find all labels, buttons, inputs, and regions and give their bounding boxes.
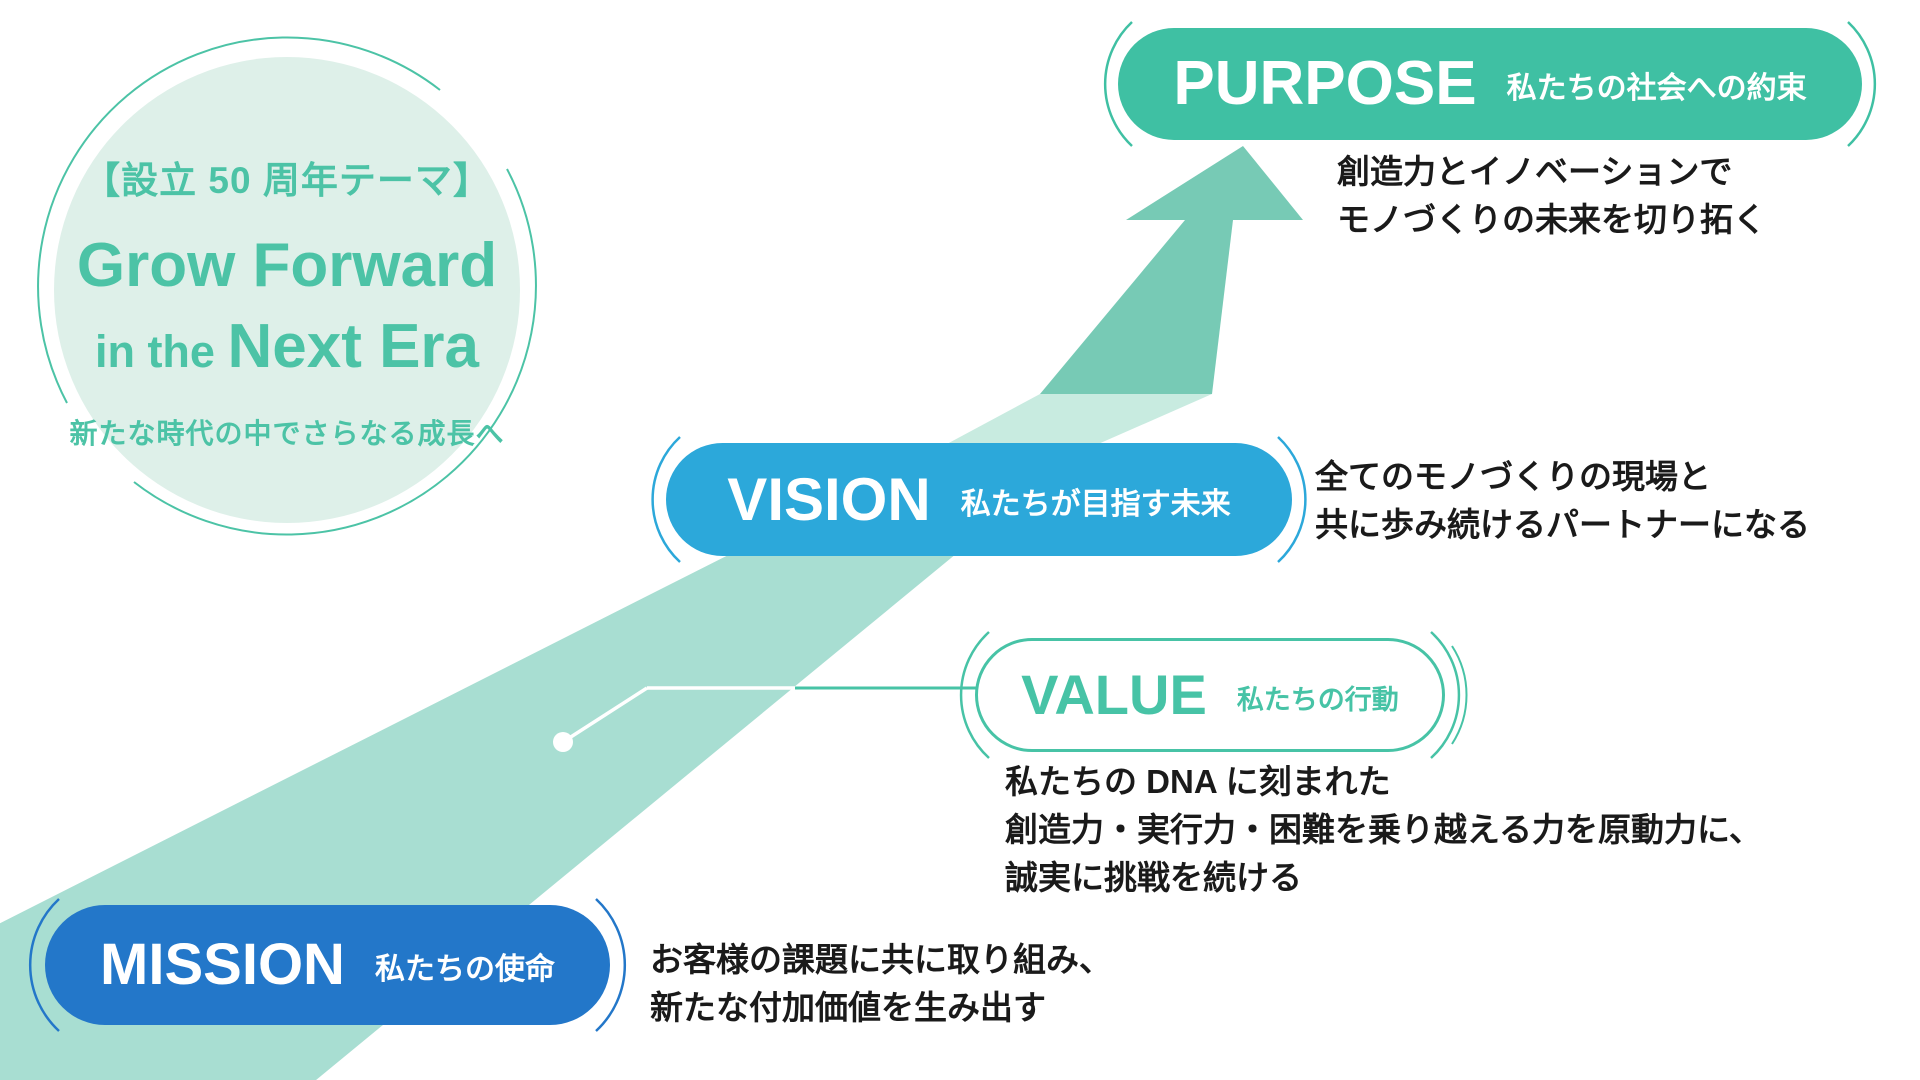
- theme-title-line2: in the Next Era: [37, 311, 537, 382]
- vision-sublabel: 私たちが目指す未来: [960, 487, 1231, 521]
- value-connector-dot: [553, 732, 573, 752]
- vision-description: 全てのモノづくりの現場と 共に歩み続けるパートナーになる: [1315, 453, 1810, 549]
- mission-sublabel: 私たちの使命: [374, 953, 555, 986]
- theme-title-line1: Grow Forward: [76, 231, 498, 300]
- theme-title-line2-prefix: in the: [94, 326, 228, 377]
- value-label: VALUE: [1021, 663, 1207, 726]
- vision-desc-line1: 全てのモノづくりの現場と: [1315, 458, 1711, 495]
- vision-pill: VISION 私たちが目指す未来: [666, 443, 1292, 556]
- value-pill: VALUE 私たちの行動: [975, 638, 1445, 752]
- purpose-pill: PURPOSE 私たちの社会への約束: [1118, 28, 1862, 140]
- vision-left-arc: [651, 436, 681, 563]
- value-connector-white-diagonal: [562, 686, 648, 744]
- value-left-arc: [959, 631, 990, 759]
- mission-label: MISSION: [100, 932, 345, 997]
- purpose-left-arc: [1103, 21, 1133, 147]
- vision-right-arc: [1277, 436, 1307, 563]
- value-right-outer-arc: [1451, 645, 1468, 745]
- vision-label: VISION: [727, 465, 931, 533]
- arrow-head-icon: [1126, 146, 1303, 220]
- purpose-desc-line2: モノづくりの未来を切り拓く: [1337, 201, 1766, 238]
- theme-tagline: 新たな時代の中でさらなる成長へ: [69, 418, 505, 449]
- mission-pill: MISSION 私たちの使命: [45, 905, 610, 1025]
- theme-title-line2-main: Next Era: [227, 312, 480, 381]
- mission-right-arc: [595, 898, 626, 1032]
- value-description: 私たちの DNA に刻まれた 創造力・実行力・困難を乗り越える力を原動力に、 誠…: [1005, 758, 1762, 902]
- purpose-description: 創造力とイノベーションで モノづくりの未来を切り拓く: [1337, 148, 1766, 244]
- value-desc-line3: 誠実に挑戦を続ける: [1005, 859, 1302, 896]
- value-desc-line2: 創造力・実行力・困難を乗り越える力を原動力に、: [1005, 811, 1763, 848]
- purpose-label: PURPOSE: [1173, 49, 1477, 118]
- value-desc-line1: 私たちの DNA に刻まれた: [1005, 763, 1391, 800]
- arrow-neck: [1040, 220, 1233, 394]
- growth-band-transition: [932, 394, 1212, 452]
- mission-desc-line2: 新たな付加価値を生み出す: [650, 989, 1046, 1026]
- purpose-right-arc: [1847, 21, 1877, 147]
- value-right-arc: [1430, 631, 1461, 759]
- theme-circle-outline-top-left: [37, 36, 441, 404]
- mission-desc-line1: お客様の課題に共に取り組み、: [650, 941, 1112, 978]
- theme-circle-outline-bottom-right: [133, 168, 537, 536]
- anniversary-theme-heading: 【設立 50 周年テーマ】: [83, 160, 491, 201]
- vision-desc-line2: 共に歩み続けるパートナーになる: [1315, 506, 1810, 543]
- mission-left-arc: [29, 898, 60, 1032]
- purpose-sublabel: 私たちの社会への約束: [1506, 72, 1807, 105]
- mission-description: お客様の課題に共に取り組み、 新たな付加価値を生み出す: [650, 936, 1112, 1032]
- value-sublabel: 私たちの行動: [1236, 684, 1399, 715]
- purpose-desc-line1: 創造力とイノベーションで: [1337, 153, 1733, 190]
- anniversary-theme-block: 【設立 50 周年テーマ】 Grow Forward in the Next E…: [37, 150, 537, 452]
- theme-circle: [54, 57, 520, 523]
